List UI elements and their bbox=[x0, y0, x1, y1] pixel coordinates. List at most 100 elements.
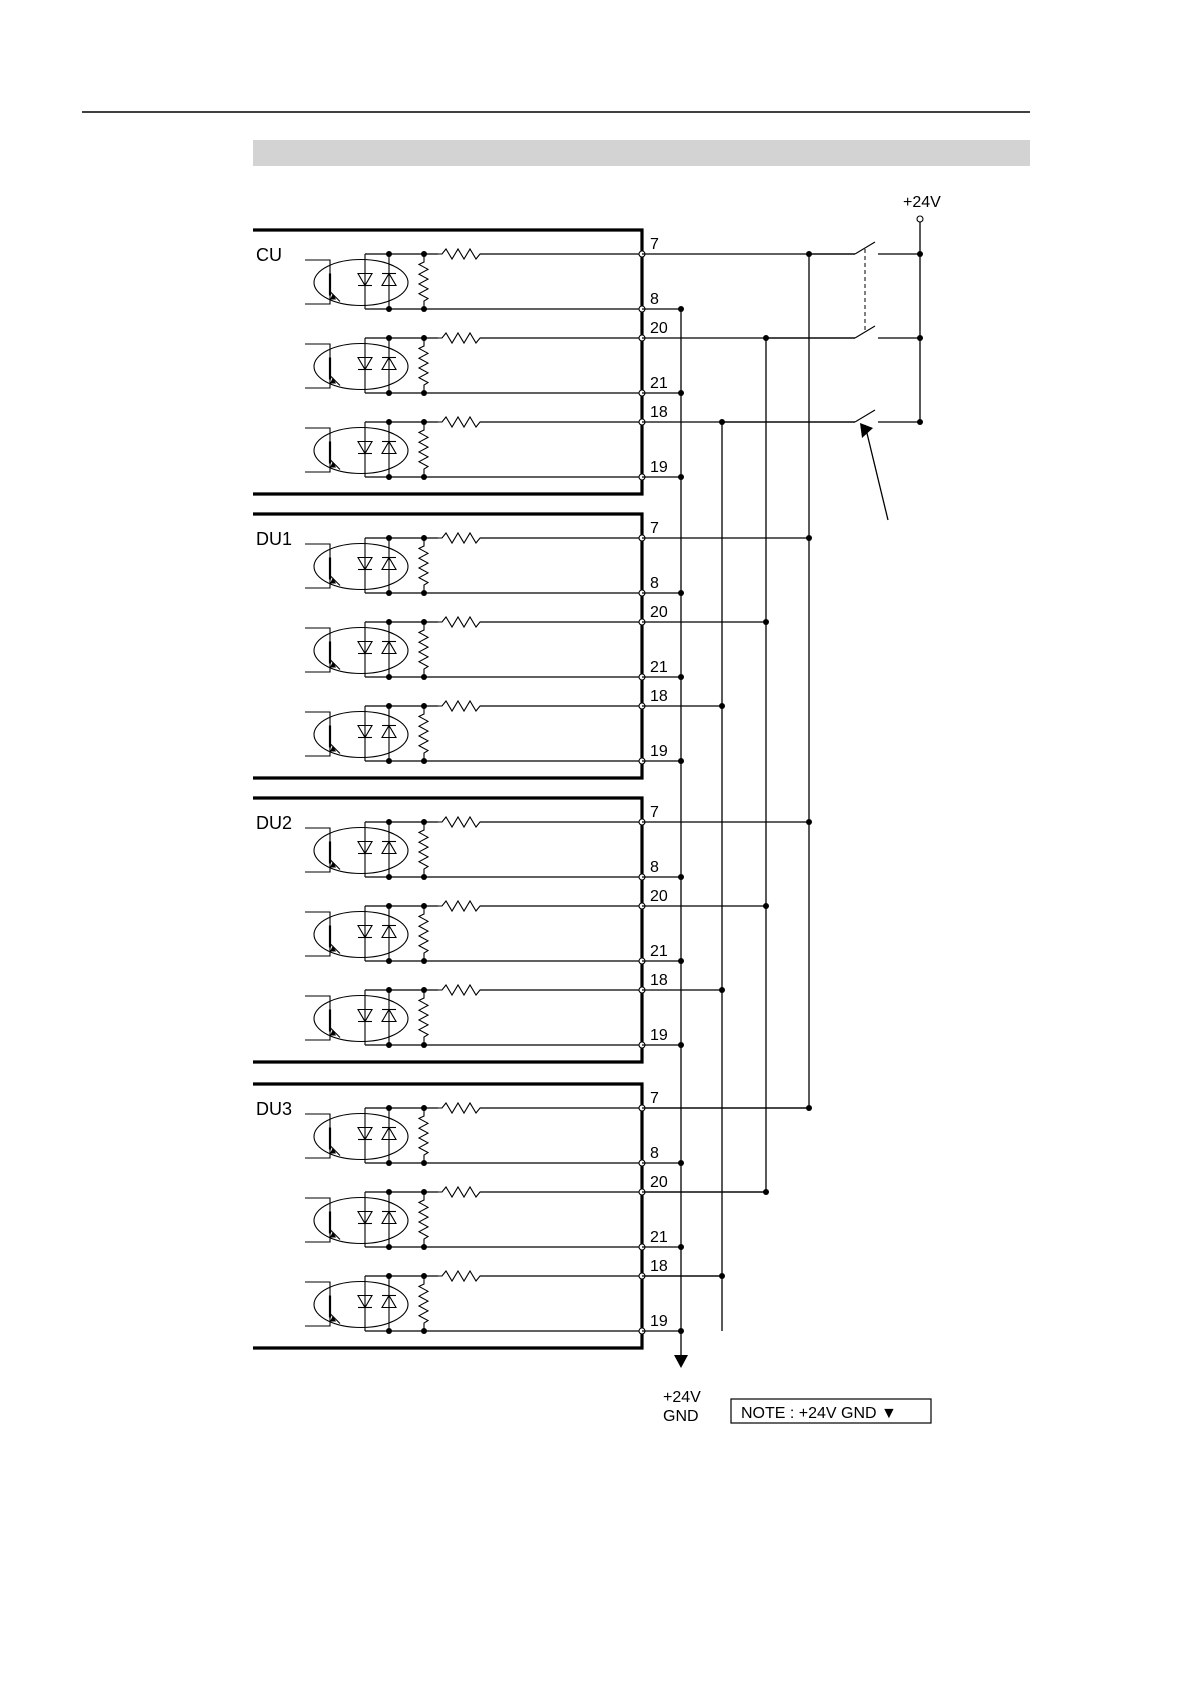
shunt-resistor bbox=[419, 538, 428, 593]
junction-dot bbox=[386, 874, 392, 880]
shunt-resistor bbox=[419, 338, 428, 393]
junction-dot bbox=[678, 1244, 684, 1250]
junction-dot bbox=[386, 619, 392, 625]
junction-dot bbox=[386, 535, 392, 541]
pin-label: 20 bbox=[650, 320, 668, 337]
shunt-resistor bbox=[419, 422, 428, 477]
junction-dot bbox=[763, 903, 769, 909]
pin-label: 7 bbox=[650, 236, 659, 253]
pin-label: 21 bbox=[650, 659, 668, 676]
junction-dot bbox=[763, 1189, 769, 1195]
pin-label: 8 bbox=[650, 1145, 659, 1162]
junction-dot bbox=[386, 1328, 392, 1334]
pin-label: 7 bbox=[650, 1090, 659, 1107]
gnd-label-line2: GND bbox=[663, 1408, 699, 1425]
note-text: NOTE : +24V GND ▼ bbox=[741, 1405, 897, 1422]
pin-label: 8 bbox=[650, 291, 659, 308]
units: CU7820211819DU17820211819DU27820211819DU… bbox=[253, 230, 855, 1348]
unit-frame bbox=[253, 230, 642, 494]
pin-label: 19 bbox=[650, 1313, 668, 1330]
input-channel bbox=[305, 816, 642, 880]
pin-label: 21 bbox=[650, 1229, 668, 1246]
unit-label: DU2 bbox=[256, 813, 292, 833]
junction-dot bbox=[386, 419, 392, 425]
supply-label: +24V bbox=[903, 194, 941, 211]
junction-dot bbox=[678, 306, 684, 312]
junction-dot bbox=[386, 758, 392, 764]
junction-dot bbox=[386, 1273, 392, 1279]
junction-dot bbox=[678, 1328, 684, 1334]
pin-label: 20 bbox=[650, 1174, 668, 1191]
pin-label: 18 bbox=[650, 1258, 668, 1275]
junction-dot bbox=[386, 306, 392, 312]
shunt-resistor bbox=[419, 1276, 428, 1331]
shunt-resistor bbox=[419, 990, 428, 1045]
gnd-label-line1: +24V bbox=[663, 1389, 701, 1406]
junction-dot bbox=[386, 1042, 392, 1048]
junction-dot bbox=[678, 874, 684, 880]
pin-label: 20 bbox=[650, 604, 668, 621]
section-header-band bbox=[253, 140, 1030, 166]
shunt-resistor bbox=[419, 622, 428, 677]
unit-block-du3: DU3 7 8 20 21 18 19 bbox=[253, 1084, 812, 1348]
junction-dot bbox=[386, 1105, 392, 1111]
shunt-resistor bbox=[419, 706, 428, 761]
gnd-arrow bbox=[674, 1355, 688, 1368]
junction-dot bbox=[678, 758, 684, 764]
input-channel bbox=[305, 1186, 642, 1250]
junction-dot bbox=[386, 703, 392, 709]
junction-dot bbox=[678, 474, 684, 480]
junction-dot bbox=[386, 674, 392, 680]
input-channel bbox=[305, 532, 642, 596]
junction-dot bbox=[806, 251, 812, 257]
unit-label: DU3 bbox=[256, 1099, 292, 1119]
junction-dot bbox=[386, 819, 392, 825]
shunt-resistor bbox=[419, 1108, 428, 1163]
junction-dot bbox=[386, 987, 392, 993]
input-channel bbox=[305, 616, 642, 680]
supply-terminal bbox=[917, 216, 923, 222]
junction-dot bbox=[386, 390, 392, 396]
external-wiring bbox=[642, 216, 923, 1368]
input-channel bbox=[305, 332, 642, 396]
input-channel bbox=[305, 248, 642, 312]
junction-dot bbox=[763, 619, 769, 625]
junction-dot bbox=[386, 335, 392, 341]
pointer-arrow bbox=[865, 425, 888, 520]
shunt-resistor bbox=[419, 1192, 428, 1247]
junction-dot bbox=[678, 590, 684, 596]
junction-dot bbox=[719, 987, 725, 993]
input-channel bbox=[305, 700, 642, 764]
junction-dot bbox=[678, 1042, 684, 1048]
unit-label: DU1 bbox=[256, 529, 292, 549]
pointer-arrowhead bbox=[860, 423, 873, 438]
junction-dot bbox=[719, 419, 725, 425]
pin-label: 19 bbox=[650, 743, 668, 760]
unit-label: CU bbox=[256, 245, 282, 265]
pin-label: 7 bbox=[650, 804, 659, 821]
junction-dot bbox=[386, 1160, 392, 1166]
junction-dot bbox=[678, 390, 684, 396]
junction-dot bbox=[386, 474, 392, 480]
junction-dot bbox=[386, 251, 392, 257]
unit-frame bbox=[253, 798, 642, 1062]
pin-label: 18 bbox=[650, 688, 668, 705]
input-channel bbox=[305, 1102, 642, 1166]
junction-dot bbox=[678, 958, 684, 964]
pin-label: 20 bbox=[650, 888, 668, 905]
pin-label: 8 bbox=[650, 575, 659, 592]
junction-dot bbox=[917, 335, 923, 341]
junction-dot bbox=[386, 590, 392, 596]
switch-blade bbox=[855, 410, 875, 422]
pin-label: 19 bbox=[650, 1027, 668, 1044]
shunt-resistor bbox=[419, 822, 428, 877]
junction-dot bbox=[806, 1105, 812, 1111]
pin-label: 21 bbox=[650, 943, 668, 960]
junction-dot bbox=[917, 419, 923, 425]
unit-frame bbox=[253, 1084, 642, 1348]
shunt-resistor bbox=[419, 906, 428, 961]
